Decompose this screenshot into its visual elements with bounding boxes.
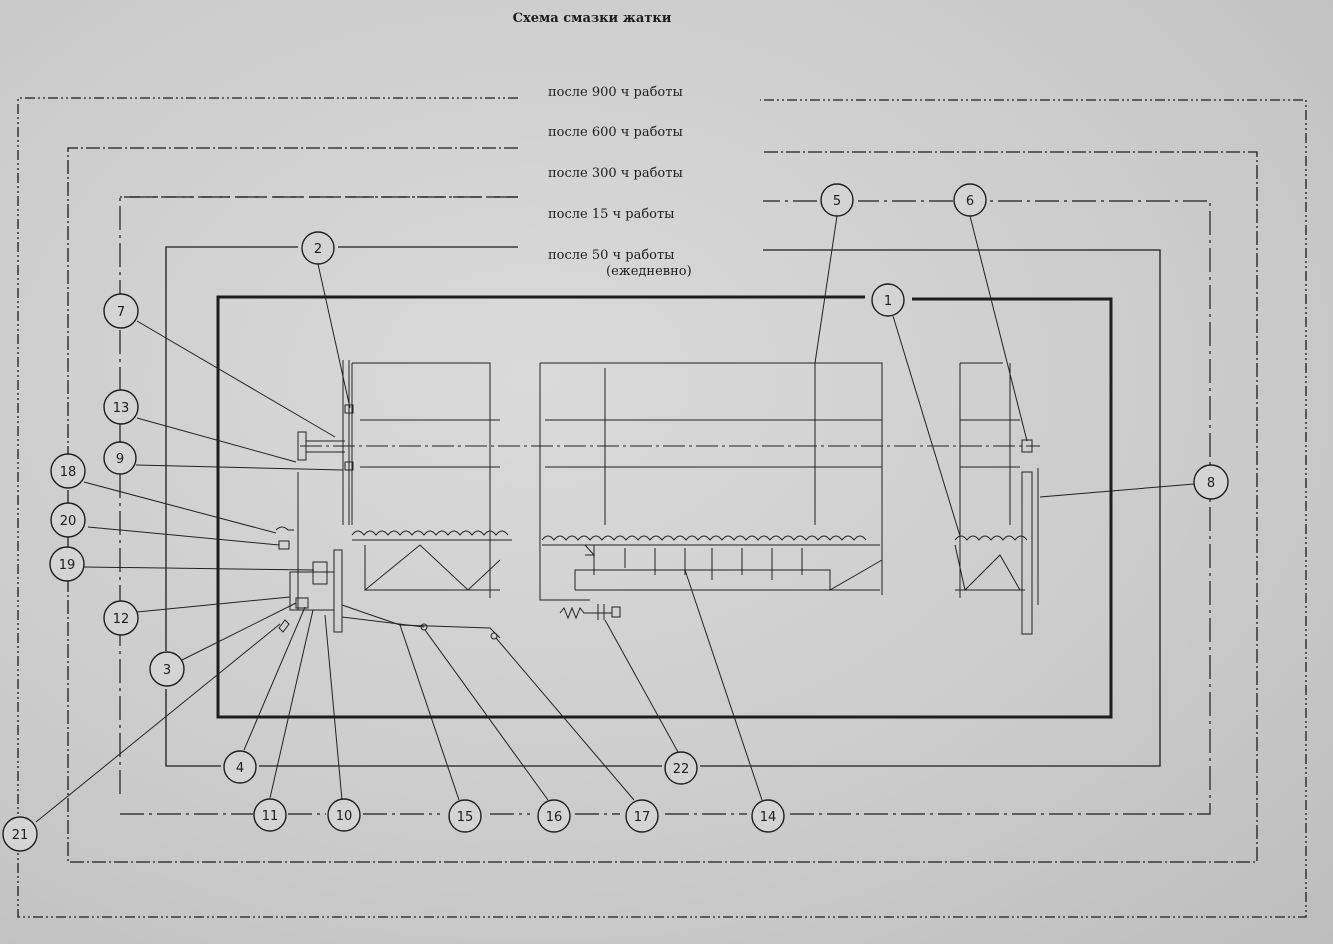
svg-text:2: 2 <box>314 242 322 257</box>
point-callout-19: 19 <box>49 546 85 582</box>
point-callout-14: 14 <box>751 799 785 833</box>
interval-label-900h: после 900 ч работы <box>548 85 683 100</box>
svg-text:3: 3 <box>163 663 171 678</box>
svg-text:16: 16 <box>546 810 563 825</box>
svg-text:17: 17 <box>634 810 651 825</box>
svg-text:21: 21 <box>12 828 29 843</box>
svg-text:13: 13 <box>113 401 130 416</box>
interval-label-600h: после 600 ч работы <box>548 125 683 140</box>
svg-text:8: 8 <box>1207 476 1215 491</box>
point-callout-10: 10 <box>327 798 361 832</box>
point-callout-11: 11 <box>253 798 287 832</box>
point-callout-15: 15 <box>448 799 482 833</box>
point-callout-5: 5 <box>820 183 854 217</box>
interval-label-50h: после 50 ч работы <box>548 248 675 263</box>
interval-labels: после 900 ч работы после 600 ч работы по… <box>548 85 692 279</box>
frame-600h <box>67 147 1258 863</box>
svg-text:1: 1 <box>884 294 892 309</box>
frame-300h <box>119 196 1211 815</box>
interval-label-300h: после 300 ч работы <box>548 166 683 181</box>
interval-label-15h: после 15 ч работы <box>548 207 675 222</box>
svg-text:22: 22 <box>673 762 690 777</box>
svg-text:18: 18 <box>60 465 77 480</box>
point-callouts: 1 2 3 4 5 6 7 8 9 10 11 12 13 14 15 16 1… <box>2 183 1229 852</box>
point-callout-8: 8 <box>1193 464 1229 500</box>
point-callout-2: 2 <box>301 231 335 265</box>
svg-text:4: 4 <box>236 761 244 776</box>
frame-50h <box>165 246 1161 767</box>
svg-text:20: 20 <box>60 514 77 529</box>
point-callout-9: 9 <box>103 441 137 475</box>
leader-lines <box>35 215 1195 823</box>
point-callout-4: 4 <box>223 750 257 784</box>
svg-text:6: 6 <box>966 194 974 209</box>
point-callout-7: 7 <box>103 293 139 329</box>
point-callout-16: 16 <box>537 799 571 833</box>
interval-label-50h-note: (ежедневно) <box>606 264 692 279</box>
svg-text:5: 5 <box>833 194 841 209</box>
svg-text:14: 14 <box>760 810 777 825</box>
svg-text:19: 19 <box>59 558 76 573</box>
header-mechanism <box>275 360 1040 640</box>
point-callout-13: 13 <box>103 389 139 425</box>
diagram-title: Схема смазки жатки <box>513 11 672 26</box>
point-callout-3: 3 <box>149 651 185 687</box>
svg-text:11: 11 <box>262 809 279 824</box>
point-callout-6: 6 <box>953 183 987 217</box>
svg-text:10: 10 <box>336 809 353 824</box>
point-callout-21: 21 <box>2 816 38 852</box>
svg-text:9: 9 <box>116 452 124 467</box>
point-callout-22: 22 <box>664 751 698 785</box>
point-callout-17: 17 <box>625 799 659 833</box>
point-callout-12: 12 <box>103 600 139 636</box>
svg-text:15: 15 <box>457 810 474 825</box>
point-callout-18: 18 <box>50 453 86 489</box>
point-callout-1: 1 <box>871 283 905 317</box>
svg-text:7: 7 <box>117 305 125 320</box>
frame-900h <box>17 97 1307 918</box>
svg-text:12: 12 <box>113 612 130 627</box>
point-callout-20: 20 <box>50 502 86 538</box>
